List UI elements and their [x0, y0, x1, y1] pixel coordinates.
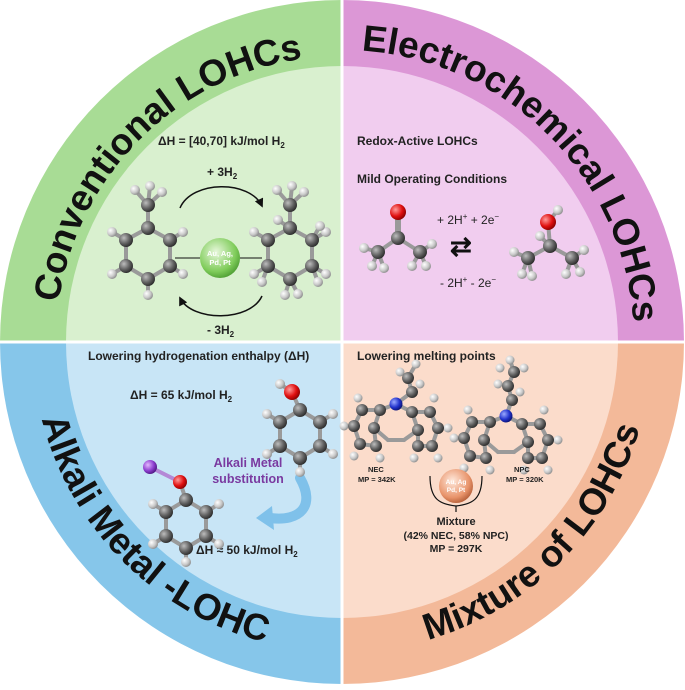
substitution-arrow-head: [256, 506, 274, 530]
conventional-reverse: - 3H2: [207, 323, 235, 339]
mixture-catalyst-2: Pd, Pt: [447, 487, 466, 494]
mixture-title: Mixture: [436, 516, 475, 528]
conventional-forward: + 3H2: [207, 165, 238, 181]
alkali-substitution-2: substitution: [212, 472, 284, 486]
electro-forward: + 2H+ + 2e−: [437, 212, 499, 227]
conventional-enthalpy: ΔH = [40,70] kJ/mol H2: [158, 134, 285, 150]
alkali-line-1: Lowering hydrogenation enthalpy (ΔH): [88, 349, 309, 363]
electro-line-2: Mild Operating Conditions: [357, 172, 507, 186]
mixture-catalyst-1: Au, Ag: [446, 479, 467, 486]
electro-reverse: - 2H+ - 2e−: [440, 275, 496, 290]
alkali-enthalpy-2: ΔH ≈ 50 kJ/mol H2: [196, 543, 298, 559]
nec-name: NEC: [368, 465, 384, 474]
molecule-alcohol: [509, 205, 589, 281]
molecule-methylcyclohexane: [249, 181, 331, 300]
substitution-arrow: [265, 473, 312, 524]
molecule-toluene: [107, 181, 188, 300]
alkali-substitution-1: Alkali Metal: [214, 456, 283, 470]
npc-mp: MP = 320K: [506, 475, 544, 484]
electro-line-1: Redox-Active LOHCs: [357, 134, 478, 148]
hydrogenation-arrow: [179, 186, 264, 209]
mixture-line-1: Lowering melting points: [357, 349, 496, 363]
molecule-npc: [449, 355, 563, 475]
catalyst-sphere: [200, 238, 240, 278]
molecule-nec: [339, 359, 453, 463]
equilibrium-arrows: ⇄: [450, 231, 472, 261]
molecule-phenol: [262, 379, 338, 477]
molecule-alkali-phenoxide: [143, 460, 224, 567]
mixture-mp: MP = 297K: [430, 543, 483, 555]
dehydrogenation-arrow: [179, 295, 263, 317]
catalyst-line-2: Pd, Pt: [209, 258, 231, 267]
quadrant-alkali-inner: [66, 342, 342, 618]
npc-name: NPC: [514, 465, 530, 474]
molecule-ketone: [359, 204, 437, 273]
alkali-enthalpy-1: ΔH = 65 kJ/mol H2: [130, 388, 233, 404]
quadrant-electrochemical-inner: [342, 66, 618, 342]
mixture-composition: (42% NEC, 58% NPC): [403, 530, 508, 542]
mixture-catalyst-sphere: [439, 469, 473, 503]
catalyst-line-1: Au, Ag,: [207, 249, 233, 258]
nec-mp: MP = 342K: [358, 475, 396, 484]
